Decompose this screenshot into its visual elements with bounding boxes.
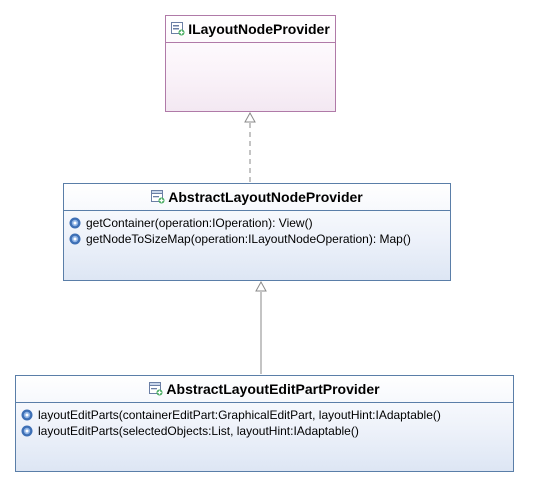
abstract-layout-editpart-provider-box[interactable]: AbstractLayoutEditPartProvider layoutEdi… [15,375,514,472]
operation-row[interactable]: layoutEditParts(selectedObjects:List, la… [21,423,513,439]
abstract-layout-node-provider-name: AbstractLayoutNodeProvider [168,189,363,205]
interface-divider [166,42,335,43]
operation-row[interactable]: getContainer(operation:IOperation): View… [69,215,450,231]
operation-icon [21,409,33,421]
generalization-arrowhead [255,280,267,292]
interface-box[interactable]: ILayoutNodeProvider [165,15,336,112]
abstract-layout-editpart-provider-divider [16,402,513,403]
operations-list: getContainer(operation:IOperation): View… [64,211,450,247]
interface-name: ILayoutNodeProvider [188,21,330,37]
abstract-layout-node-provider-header: AbstractLayoutNodeProvider [64,184,450,210]
abstract-layout-node-provider-box[interactable]: AbstractLayoutNodeProvider getContainer(… [63,183,451,281]
operation-icon [21,425,33,437]
operation-label: layoutEditParts(containerEditPart:Graphi… [38,408,441,422]
interface-icon [171,22,185,36]
operation-label: getNodeToSizeMap(operation:ILayoutNodeOp… [86,232,411,246]
operation-icon [69,233,81,245]
operation-row[interactable]: getNodeToSizeMap(operation:ILayoutNodeOp… [69,231,450,247]
class-icon [149,382,163,396]
operation-label: getContainer(operation:IOperation): View… [86,216,313,230]
operation-label: layoutEditParts(selectedObjects:List, la… [38,424,359,438]
realization-arrowhead [244,111,256,123]
abstract-layout-editpart-provider-name: AbstractLayoutEditPartProvider [166,381,380,397]
interface-header: ILayoutNodeProvider [166,16,335,42]
abstract-layout-node-provider-divider [64,210,450,211]
class-icon [151,190,165,204]
generalization-connector [255,280,267,374]
realization-connector [244,111,256,182]
operation-row[interactable]: layoutEditParts(containerEditPart:Graphi… [21,407,513,423]
operation-icon [69,217,81,229]
operations-list: layoutEditParts(containerEditPart:Graphi… [16,403,513,439]
abstract-layout-editpart-provider-header: AbstractLayoutEditPartProvider [16,376,513,402]
